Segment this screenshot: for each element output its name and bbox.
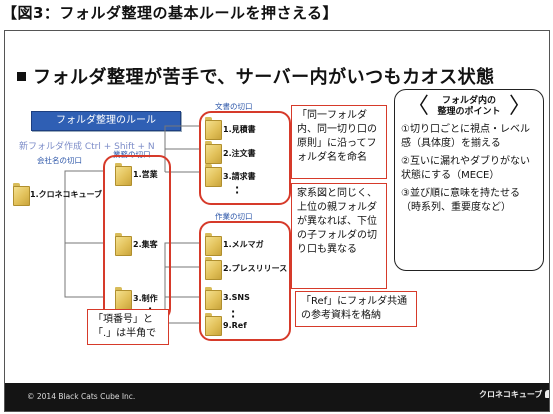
business-level-label: 業務の切口 xyxy=(113,150,151,159)
business-folder-label: 2.集客 xyxy=(133,240,158,249)
document-folder-label: 2.注文書 xyxy=(223,149,256,158)
document-folders-highlight xyxy=(199,111,291,205)
folder-icon[interactable] xyxy=(205,233,222,256)
work-folder-label: 1.メルマガ xyxy=(223,240,264,249)
folder-icon[interactable] xyxy=(115,233,132,256)
more-items-dots: ·· xyxy=(231,305,236,323)
point-item: ②互いに漏れやダブりがない状態にする（MECE） xyxy=(401,156,530,181)
folder-icon[interactable] xyxy=(115,163,132,186)
root-folder-label: 1.クロネコキューブ xyxy=(30,190,102,199)
left-bracket-icon: 〈 xyxy=(407,94,430,119)
slide-footer: © 2014 Black Cats Cube Inc. クロネコキューブ xyxy=(5,383,549,411)
folder-icon[interactable] xyxy=(13,183,30,206)
points-heading-line1: フォルダ内の xyxy=(441,96,496,106)
point-item: ③並び順に意味を持たせる（時系列、重要度など） xyxy=(401,188,520,213)
half-width-number-callout: 「項番号」と「.」は半角で xyxy=(87,309,169,345)
business-folder-label: 3.制作 xyxy=(133,294,158,303)
folder-points-box: 〈 フォルダ内の 整理のポイント 〉 ①切り口ごとに視点・レベル感（具体度）を揃… xyxy=(394,89,544,271)
business-folder-label: 1.営業 xyxy=(133,170,158,179)
copyright-text: © 2014 Black Cats Cube Inc. xyxy=(27,392,136,401)
points-heading: 〈 フォルダ内の 整理のポイント 〉 xyxy=(401,96,537,118)
points-heading-line2: 整理のポイント xyxy=(437,107,501,117)
tree-connector-lines xyxy=(64,125,201,324)
ref-folder-callout: 「Ref」にフォルダ共通の参考資料を格納 xyxy=(295,291,417,327)
same-level-naming-callout: 「同一フォルダ内、同一切り口の原則」に沿ってフォルダ名を命名 xyxy=(291,105,387,179)
work-folder-label: 2.プレスリリース xyxy=(223,264,288,273)
folder-icon[interactable] xyxy=(205,287,222,310)
folder-icon[interactable] xyxy=(205,117,222,140)
bullet-square-icon xyxy=(17,72,26,81)
folder-icon[interactable] xyxy=(205,141,222,164)
slide-title-text: フォルダ整理が苦手で、サーバー内がいつもカオス状態 xyxy=(33,67,495,88)
document-folder-label: 1.見積書 xyxy=(223,125,256,134)
company-level-label: 会社名の切口 xyxy=(37,156,82,165)
work-folder-label: 3.SNS xyxy=(223,293,250,302)
folder-icon[interactable] xyxy=(205,313,222,336)
point-item: ①切り口ごとに視点・レベル感（具体度）を揃える xyxy=(401,124,530,149)
slide-title: フォルダ整理が苦手で、サーバー内がいつもカオス状態 xyxy=(17,63,495,89)
more-items-dots: ·· xyxy=(235,181,240,199)
folder-icon[interactable] xyxy=(115,287,132,310)
work-folders-highlight xyxy=(199,221,291,341)
logo-text: クロネコキューブ xyxy=(479,390,543,399)
folder-icon[interactable] xyxy=(205,164,222,187)
document-level-label: 文書の切口 xyxy=(215,102,253,111)
folder-rules-button[interactable]: フォルダ整理のルール xyxy=(31,111,181,131)
company-logo: クロネコキューブ xyxy=(479,389,549,405)
folder-icon[interactable] xyxy=(205,257,222,280)
work-level-label: 作業の切口 xyxy=(215,212,253,221)
shortcut-hint: 新フォルダ作成 Ctrl + Shift + N xyxy=(19,142,155,152)
work-folder-label: 9.Ref xyxy=(223,321,247,330)
right-bracket-icon: 〉 xyxy=(508,94,531,119)
figure-caption: 【図3：フォルダ整理の基本ルールを押さえる】 xyxy=(2,4,338,22)
lineage-callout: 家系図と同じく、上位の親フォルダが異なれば、下位の子フォルダの切り口も異なる xyxy=(291,183,387,289)
slide: フォルダ整理が苦手で、サーバー内がいつもカオス状態 フォルダ整理のルール 新フォ… xyxy=(4,30,550,412)
document-folder-label: 3.請求書 xyxy=(223,172,256,181)
cat-icon xyxy=(545,390,549,398)
